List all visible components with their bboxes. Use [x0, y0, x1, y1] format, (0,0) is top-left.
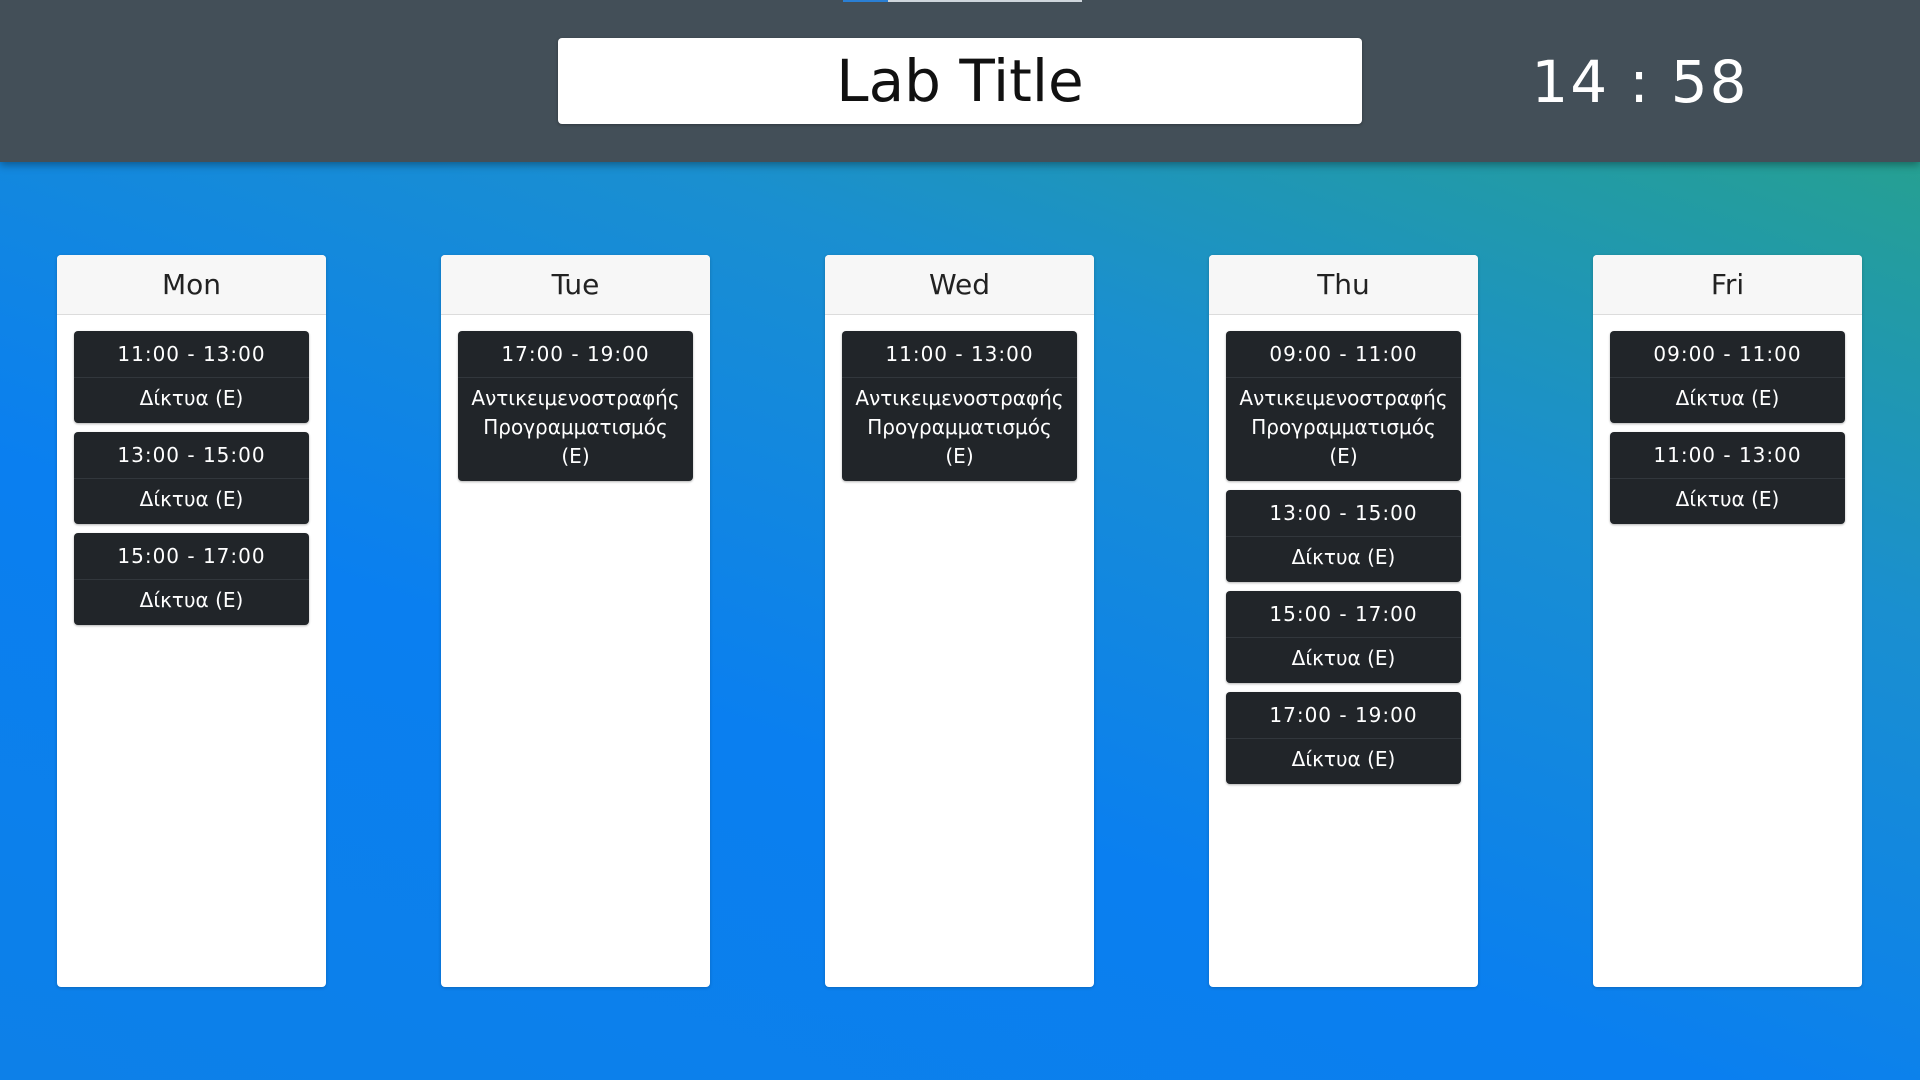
- slot-time: 11:00 - 13:00: [74, 331, 309, 378]
- clock-separator: :: [1629, 48, 1651, 116]
- day-header: Thu: [1209, 255, 1478, 315]
- slot-course: Αντικειμενοστραφής Προγραμματισμός (Ε): [855, 386, 1064, 468]
- lab-title: Lab Title: [558, 38, 1362, 124]
- clock: 14 : 58: [1520, 42, 1760, 122]
- top-bar: Lab Title 14 : 58: [0, 0, 1920, 162]
- slot-course: Αντικειμενοστραφής Προγραμματισμός (Ε): [1239, 386, 1448, 468]
- top-accent-line: [843, 0, 1082, 2]
- slot-course: Δίκτυα (Ε): [1291, 646, 1396, 670]
- day-header: Mon: [57, 255, 326, 315]
- slot-course: Δίκτυα (Ε): [139, 588, 244, 612]
- slot-time: 11:00 - 13:00: [1610, 432, 1845, 479]
- day-header: Wed: [825, 255, 1094, 315]
- slot-time: 09:00 - 11:00: [1610, 331, 1845, 378]
- slot-course: Δίκτυα (Ε): [1291, 545, 1396, 569]
- clock-minutes: 58: [1670, 48, 1749, 116]
- clock-hours: 14: [1531, 48, 1610, 116]
- slot-time: 17:00 - 19:00: [458, 331, 693, 378]
- slot-time: 15:00 - 17:00: [1226, 591, 1461, 638]
- slot-course: Δίκτυα (Ε): [1291, 747, 1396, 771]
- lab-title-text: Lab Title: [836, 47, 1084, 115]
- slot-time: 11:00 - 13:00: [842, 331, 1077, 378]
- slot-course: Δίκτυα (Ε): [1675, 487, 1780, 511]
- slot-time: 15:00 - 17:00: [74, 533, 309, 580]
- day-header: Fri: [1593, 255, 1862, 315]
- slot-time: 17:00 - 19:00: [1226, 692, 1461, 739]
- slot-time: 13:00 - 15:00: [74, 432, 309, 479]
- slot-time: 13:00 - 15:00: [1226, 490, 1461, 537]
- slot-time: 09:00 - 11:00: [1226, 331, 1461, 378]
- day-header: Tue: [441, 255, 710, 315]
- slot-course: Αντικειμενοστραφής Προγραμματισμός (Ε): [471, 386, 680, 468]
- slot-course: Δίκτυα (Ε): [1675, 386, 1780, 410]
- slot-course: Δίκτυα (Ε): [139, 386, 244, 410]
- slot-course: Δίκτυα (Ε): [139, 487, 244, 511]
